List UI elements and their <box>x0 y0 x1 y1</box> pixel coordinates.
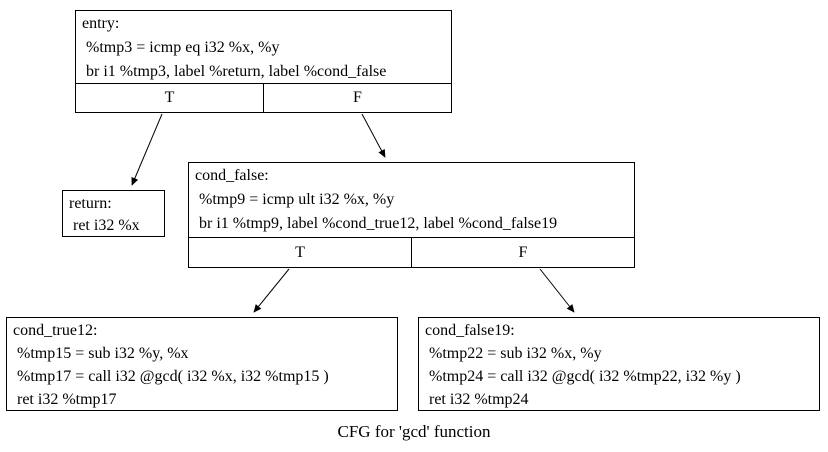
instruction-line: ret i32 %tmp24 <box>425 391 529 408</box>
edge-cond_false-false-arrow <box>539 268 575 313</box>
block-label: cond_false19: <box>425 322 515 339</box>
branch-false-port: F <box>353 89 362 106</box>
node-return-code: return: ret i32 %x <box>63 191 164 237</box>
instruction-line: %tmp9 = icmp ult i32 %x, %y <box>195 191 395 208</box>
node-cond_true12: cond_true12: %tmp15 = sub i32 %y, %x %tm… <box>6 317 398 411</box>
node-cond_false: cond_false: %tmp9 = icmp ult i32 %x, %y … <box>188 162 635 268</box>
node-cond_true12-code: cond_true12: %tmp15 = sub i32 %y, %x %tm… <box>7 318 397 411</box>
block-label: cond_true12: <box>13 322 98 339</box>
instruction-line: %tmp17 = call i32 @gcd( i32 %x, i32 %tmp… <box>13 368 329 385</box>
block-label: return: <box>69 195 112 212</box>
instruction-line: ret i32 %x <box>69 217 140 234</box>
instruction-line: %tmp15 = sub i32 %y, %x <box>13 345 189 362</box>
instruction-line: ret i32 %tmp17 <box>13 391 117 408</box>
node-return: return: ret i32 %x <box>62 190 165 237</box>
edge-entry-false-arrow <box>361 113 386 158</box>
node-cond_false-branch-row: T F <box>189 237 634 267</box>
branch-true-port: T <box>189 238 412 267</box>
instruction-line: %tmp3 = icmp eq i32 %x, %y <box>82 39 280 56</box>
node-cond_false19: cond_false19: %tmp22 = sub i32 %x, %y %t… <box>418 317 820 411</box>
edge-entry-true-arrow <box>131 113 163 186</box>
edge-cond_false-true-arrow <box>253 268 290 313</box>
branch-true-port: T <box>76 84 264 112</box>
instruction-line: br i1 %tmp3, label %return, label %cond_… <box>82 63 387 80</box>
branch-false-port: F <box>518 243 528 261</box>
node-cond_false-code: cond_false: %tmp9 = icmp ult i32 %x, %y … <box>189 163 634 237</box>
instruction-line: %tmp24 = call i32 @gcd( i32 %tmp22, i32 … <box>425 368 741 385</box>
instruction-line: %tmp22 = sub i32 %x, %y <box>425 345 602 362</box>
block-label: cond_false: <box>195 167 269 184</box>
node-entry-code: entry: %tmp3 = icmp eq i32 %x, %y br i1 … <box>76 11 451 83</box>
node-entry: entry: %tmp3 = icmp eq i32 %x, %y br i1 … <box>75 10 452 113</box>
block-label: entry: <box>82 15 120 32</box>
instruction-line: br i1 %tmp9, label %cond_true12, label %… <box>195 215 558 232</box>
graph-caption: CFG for 'gcd' function <box>337 422 491 441</box>
node-cond_false19-code: cond_false19: %tmp22 = sub i32 %x, %y %t… <box>419 318 819 411</box>
node-entry-branch-row: T F <box>76 83 451 112</box>
